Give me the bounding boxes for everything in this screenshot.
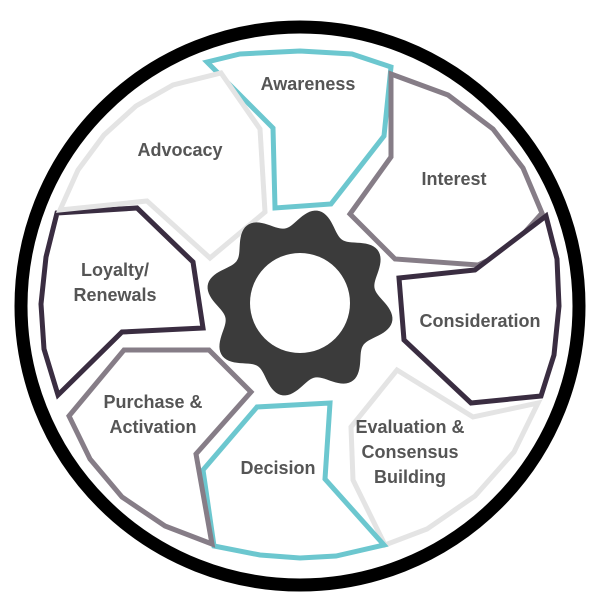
segment-label-line: Consensus [361,442,458,462]
segment-label-line: Consideration [419,311,540,331]
gear-icon [207,210,393,396]
segment-label-line: Advocacy [137,140,222,160]
segment-label-line: Evaluation & [355,417,464,437]
segment-label-advocacy: Advocacy [137,140,222,160]
segment-purchase [66,347,255,548]
segment-label-line: Purchase & [103,392,202,412]
gear-hole [250,253,350,353]
segment-consideration [396,211,562,406]
segment-label-line: Building [374,467,446,487]
labels-layer: AwarenessInterestConsiderationEvaluation… [73,74,540,487]
segments-layer [38,48,562,561]
segment-label-line: Awareness [261,74,356,94]
segment-label-line: Renewals [73,285,156,305]
segment-label-consideration: Consideration [419,311,540,331]
segment-label-line: Decision [240,458,315,478]
segment-label-loyalty: Loyalty/Renewals [73,260,156,305]
segment-label-line: Loyalty/ [81,260,149,280]
segment-label-line: Interest [421,169,486,189]
segment-loyalty [38,205,206,400]
segment-label-decision: Decision [240,458,315,478]
segment-label-awareness: Awareness [261,74,356,94]
segment-advocacy [55,70,268,262]
segment-label-line: Activation [109,417,196,437]
segment-label-purchase: Purchase & Activation [103,392,202,437]
segment-evaluation [348,366,543,549]
segment-label-interest: Interest [421,169,486,189]
segment-awareness [202,48,394,211]
segment-decision [200,400,389,561]
